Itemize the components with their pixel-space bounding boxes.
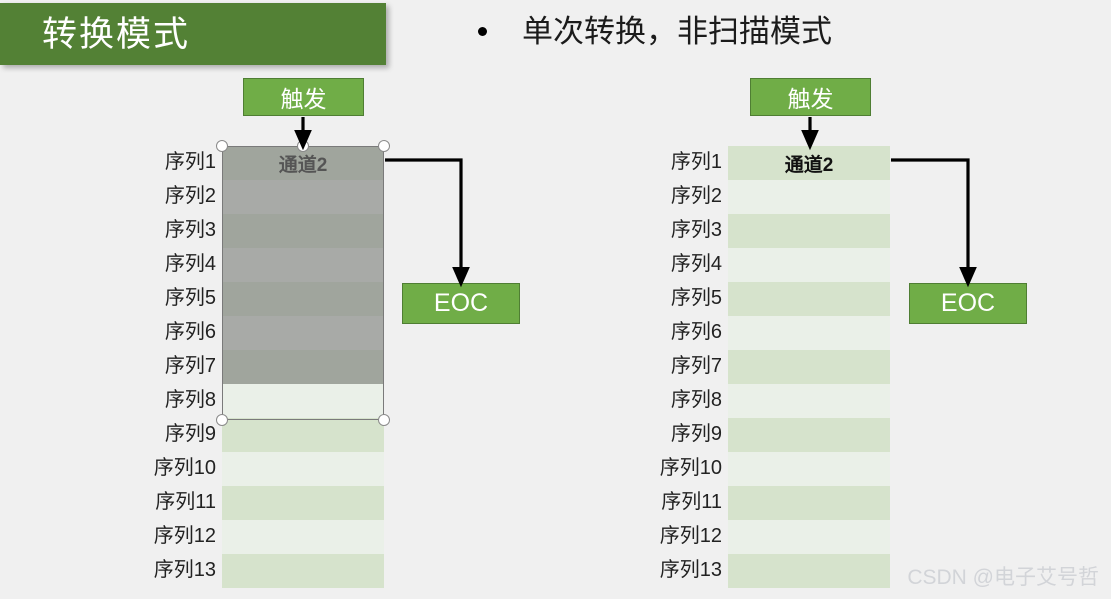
eoc-label-right: EOC (940, 289, 996, 317)
sequence-label: 序列6 (164, 321, 216, 343)
table-row[interactable] (728, 214, 890, 248)
eoc-arrow-left (385, 158, 470, 288)
trigger-box-left[interactable]: 触发 (243, 78, 364, 116)
sequence-label: 序列7 (164, 355, 216, 377)
table-row[interactable] (728, 452, 890, 486)
sequence-label: 序列10 (153, 457, 216, 479)
eoc-box-right[interactable]: EOC (909, 283, 1027, 324)
bullet-text: 单次转换，非扫描模式 (522, 14, 832, 49)
sequence-label: 序列6 (670, 321, 722, 343)
resize-handle-bottom-left[interactable] (216, 414, 228, 426)
sequence-label: 序列3 (670, 219, 722, 241)
table-row[interactable] (728, 520, 890, 554)
table-row[interactable] (222, 520, 384, 554)
eoc-label-left: EOC (433, 289, 489, 317)
table-row[interactable] (728, 384, 890, 418)
trigger-label-left: 触发 (280, 86, 327, 112)
trigger-box-right[interactable]: 触发 (750, 78, 871, 116)
page-title: 转换模式 (42, 14, 191, 54)
sequence-label: 序列9 (670, 423, 722, 445)
sequence-label: 序列1 (670, 151, 722, 173)
resize-handle-bottom-right[interactable] (378, 414, 390, 426)
sequence-label: 序列12 (153, 525, 216, 547)
table-row[interactable] (222, 384, 384, 418)
sequence-label: 序列4 (164, 253, 216, 275)
table-row[interactable] (728, 554, 890, 588)
table-row[interactable] (728, 282, 890, 316)
table-row[interactable] (222, 418, 384, 452)
table-row[interactable] (728, 248, 890, 282)
table-row[interactable] (728, 486, 890, 520)
table-row[interactable] (222, 316, 384, 350)
sequence-label: 序列10 (659, 457, 722, 479)
sequence-labels-left: 序列1 序列2 序列3 序列4 序列5 序列6 序列7 序列8 序列9 序列10… (118, 145, 216, 587)
sequence-label: 序列8 (670, 389, 722, 411)
sequence-label: 序列11 (661, 491, 722, 513)
sequence-label: 序列4 (670, 253, 722, 275)
sequence-label: 序列2 (164, 185, 216, 207)
sequence-label: 序列9 (164, 423, 216, 445)
channel-label-left: 通道2 (278, 154, 328, 176)
sequence-labels-right: 序列1 序列2 序列3 序列4 序列5 序列6 序列7 序列8 序列9 序列10… (624, 145, 722, 587)
table-row[interactable] (222, 554, 384, 588)
sequence-label: 序列12 (659, 525, 722, 547)
eoc-arrow-right (891, 158, 977, 288)
table-row[interactable] (728, 350, 890, 384)
table-row[interactable] (222, 180, 384, 214)
sequence-label: 序列13 (153, 559, 216, 581)
channel-label-right: 通道2 (784, 154, 834, 176)
table-row[interactable]: 通道2 (728, 146, 890, 180)
table-row[interactable] (728, 316, 890, 350)
table-row[interactable] (222, 350, 384, 384)
sequence-label: 序列13 (659, 559, 722, 581)
table-row[interactable] (728, 418, 890, 452)
table-row[interactable] (222, 248, 384, 282)
slide-title-bar: 转换模式 (0, 3, 386, 65)
sequence-label: 序列7 (670, 355, 722, 377)
sequence-table-right[interactable]: 通道2 (728, 146, 890, 588)
resize-handle-top-right[interactable] (378, 140, 390, 152)
bullet-line: 单次转换，非扫描模式 (478, 16, 832, 47)
sequence-label: 序列5 (164, 287, 216, 309)
bullet-dot-icon (478, 27, 487, 36)
resize-handle-top-left[interactable] (216, 140, 228, 152)
table-row[interactable] (222, 214, 384, 248)
table-row[interactable] (222, 282, 384, 316)
sequence-label: 序列1 (164, 151, 216, 173)
sequence-label: 序列3 (164, 219, 216, 241)
table-row[interactable] (222, 452, 384, 486)
sequence-label: 序列5 (670, 287, 722, 309)
trigger-label-right: 触发 (787, 86, 834, 112)
resize-handle-top-center[interactable] (297, 140, 309, 152)
table-row[interactable] (728, 180, 890, 214)
sequence-label: 序列11 (155, 491, 216, 513)
eoc-box-left[interactable]: EOC (402, 283, 520, 324)
sequence-label: 序列2 (670, 185, 722, 207)
sequence-label: 序列8 (164, 389, 216, 411)
sequence-table-left[interactable]: 通道2 (222, 146, 384, 588)
table-row[interactable] (222, 486, 384, 520)
csdn-watermark: CSDN @电子艾号哲 (907, 566, 1099, 589)
